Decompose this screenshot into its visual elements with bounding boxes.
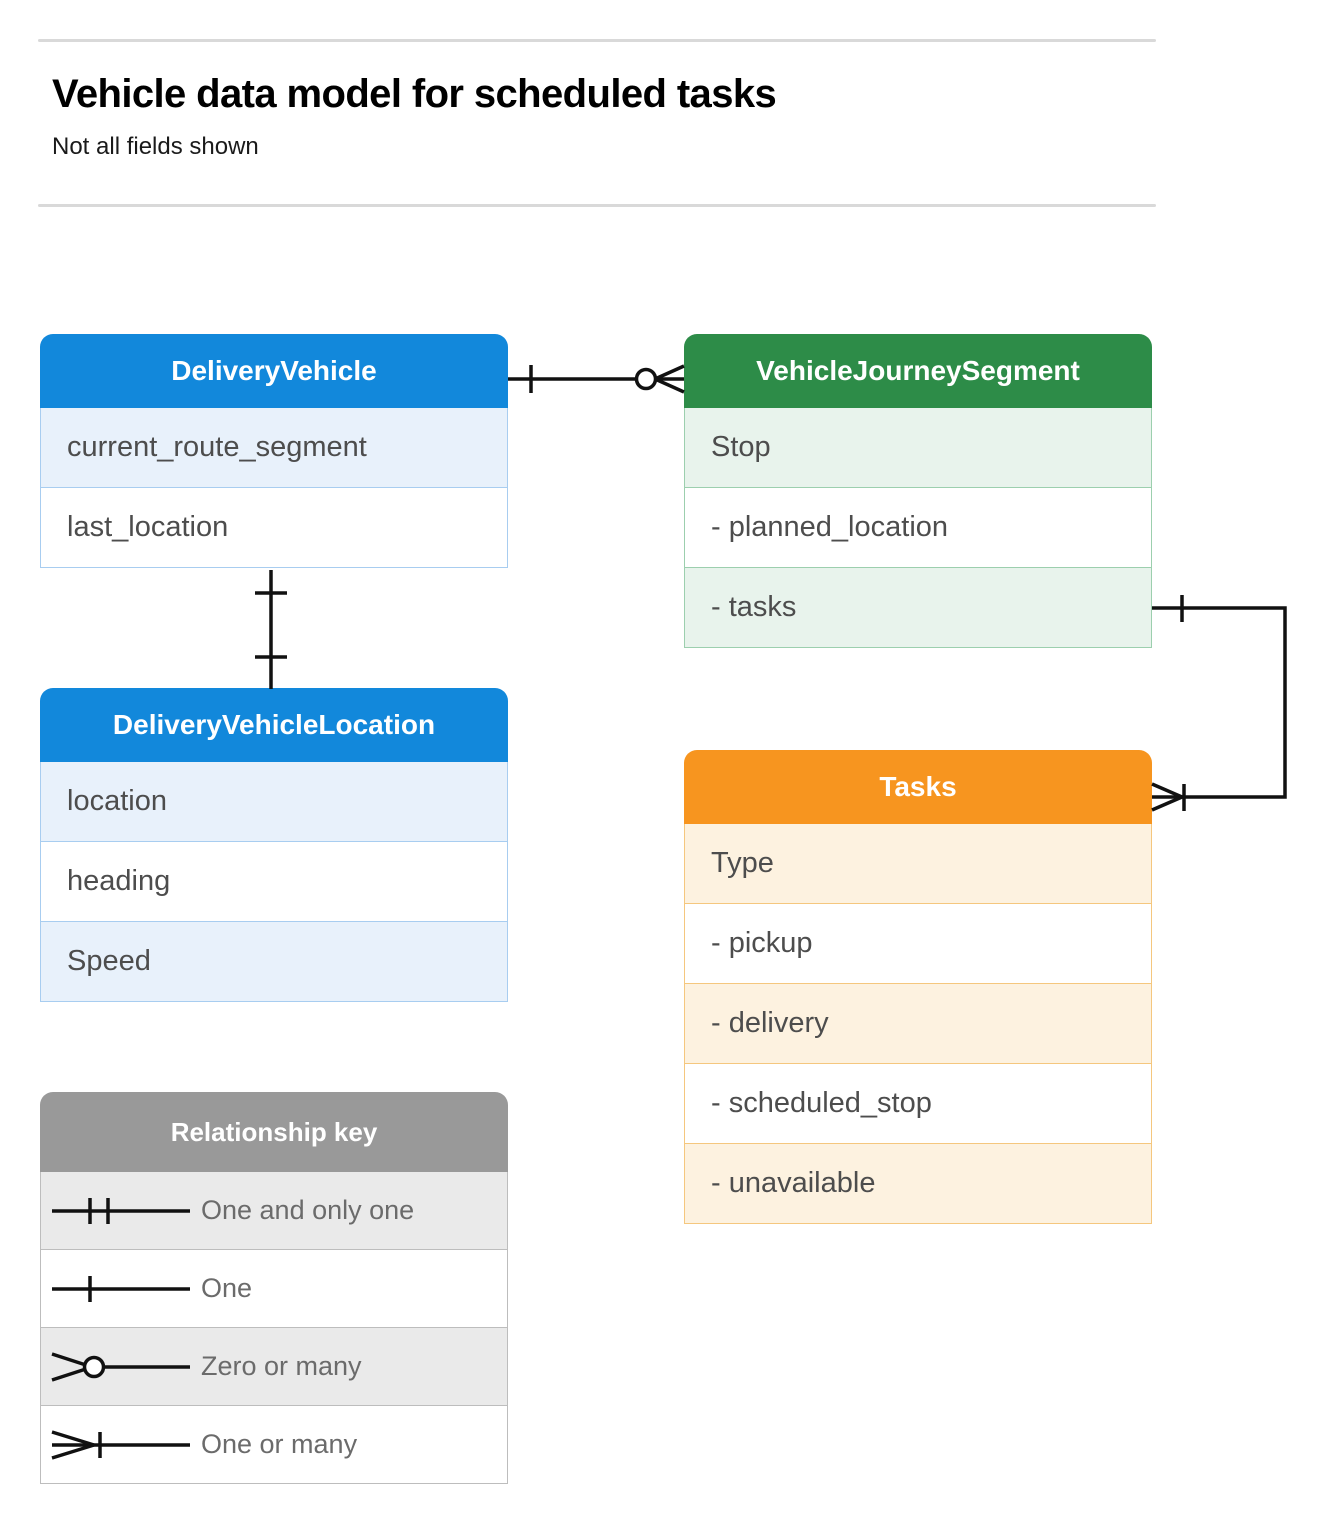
connector-deliveryvehicle-deliveryvehiclelocation [255,570,287,689]
legend-item: One or many [40,1406,508,1484]
entity-delivery-vehicle-title: DeliveryVehicle [40,334,508,408]
entity-field-row: location [40,762,508,842]
header-divider-top [38,39,1156,42]
one-icon [41,1250,201,1327]
entity-delivery-vehicle[interactable]: DeliveryVehicle current_route_segment la… [40,334,508,568]
entity-field-row: - pickup [684,904,1152,984]
legend-item-label: Zero or many [201,1351,362,1381]
entity-vehicle-journey-segment[interactable]: VehicleJourneySegment Stop - planned_loc… [684,334,1152,648]
one-or-many-icon [41,1406,201,1483]
one-and-only-one-icon [41,1172,201,1249]
entity-delivery-vehicle-location-title: DeliveryVehicleLocation [40,688,508,762]
legend-item: One [40,1250,508,1328]
entity-field-row: - delivery [684,984,1152,1064]
entity-field-row: current_route_segment [40,408,508,488]
zero-or-many-icon [41,1328,201,1405]
legend-title: Relationship key [40,1092,508,1172]
page-subtitle: Not all fields shown [52,133,259,160]
entity-field-row: Stop [684,408,1152,488]
header-divider-bottom [38,204,1156,207]
entity-tasks[interactable]: Tasks Type - pickup - delivery - schedul… [684,750,1152,1224]
legend-item: Zero or many [40,1328,508,1406]
legend-relationship-key: Relationship key One and only one One [40,1092,508,1484]
entity-field-row: Speed [40,922,508,1002]
entity-field-row: heading [40,842,508,922]
connector-deliveryvehicle-vehiclejourneysegment [508,364,685,394]
entity-field-row: Type [684,824,1152,904]
entity-vehicle-journey-segment-title: VehicleJourneySegment [684,334,1152,408]
entity-field-row: - tasks [684,568,1152,648]
diagram-header: Vehicle data model for scheduled tasks N… [0,0,1325,210]
entity-field-row: - scheduled_stop [684,1064,1152,1144]
connector-vehiclejourneysegment-tasks [1151,595,1287,812]
legend-item-label: One or many [201,1429,358,1459]
entity-field-row: - planned_location [684,488,1152,568]
entity-field-row: last_location [40,488,508,568]
legend-item-label: One [201,1273,253,1303]
entity-tasks-title: Tasks [684,750,1152,824]
legend-item-label: One and only one [201,1195,415,1225]
entity-delivery-vehicle-location[interactable]: DeliveryVehicleLocation location heading… [40,688,508,1002]
entity-field-row: - unavailable [684,1144,1152,1224]
page-title: Vehicle data model for scheduled tasks [52,72,777,116]
legend-item: One and only one [40,1172,508,1250]
